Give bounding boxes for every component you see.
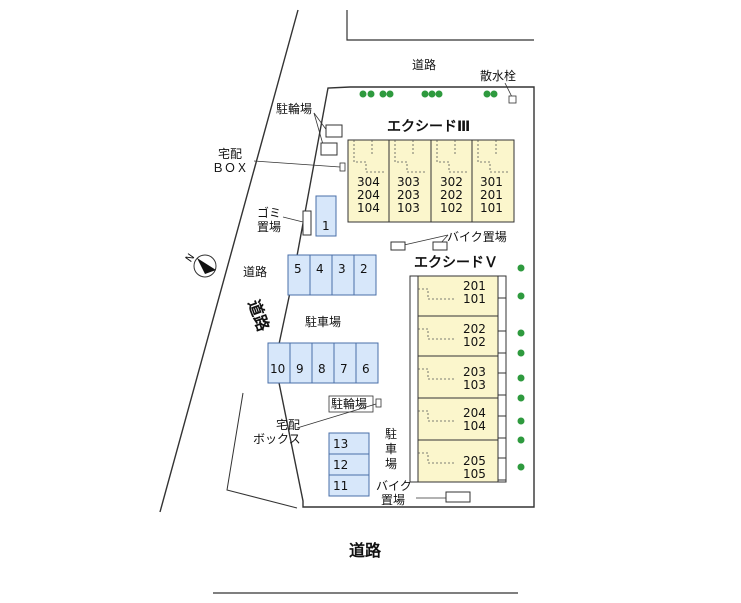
building-3-title: エクシードⅢ xyxy=(387,119,470,135)
building-5-unit-labels: 201 101 202 102 203 103 204 104 205 105 xyxy=(463,279,486,481)
parking-slot-number: 7 xyxy=(340,362,348,376)
parking-slot xyxy=(328,474,370,497)
unit-label: 105 xyxy=(463,467,486,481)
unit-label: 204 xyxy=(463,406,486,420)
delivery-box-top-icon xyxy=(339,162,346,172)
unit-block xyxy=(417,397,499,441)
unit-label: 104 xyxy=(463,419,486,433)
hydrant-label: 散水栓 xyxy=(480,68,516,83)
unit-label: 101 xyxy=(480,201,503,215)
unit-block xyxy=(417,355,499,399)
building-5-floorplan-lines xyxy=(418,288,454,464)
motorbike-rack-bottom xyxy=(445,491,471,503)
motorbike-rack-2 xyxy=(432,241,448,251)
delivery-box-top-leader xyxy=(253,160,341,168)
unit-label: 101 xyxy=(463,292,486,306)
bike-leader-2 xyxy=(313,112,325,149)
unit-label: 102 xyxy=(463,335,486,349)
parking-row-b: 10 9 8 7 6 xyxy=(267,342,379,384)
parking-vertical-label-3: 場 xyxy=(385,457,397,471)
unit-label: 104 xyxy=(357,201,380,215)
corner-lot xyxy=(226,392,298,509)
parking-slot-number: 3 xyxy=(338,262,346,276)
road-label-left-big: 道路 xyxy=(244,297,273,335)
unit-label: 103 xyxy=(397,201,420,215)
unit-label: 203 xyxy=(397,188,420,202)
unit-label: 203 xyxy=(463,365,486,379)
parking-slot-number: 4 xyxy=(316,262,324,276)
delivery-box-top-label-2: ＢＯＸ xyxy=(212,161,248,175)
parking-slot xyxy=(355,342,379,384)
bike-rack-top-2 xyxy=(320,142,338,156)
bike-parking-mid-icon xyxy=(375,398,382,408)
unit-label: 302 xyxy=(440,175,463,189)
garbage-box-icon xyxy=(302,210,312,236)
building-3-dividers xyxy=(388,140,473,222)
road-edge-top xyxy=(346,10,534,41)
hydrant-leader xyxy=(504,82,513,98)
parking-vertical-label-2: 車 xyxy=(385,442,397,456)
unit-label: 301 xyxy=(480,175,503,189)
parking-row-c: 13 12 11 xyxy=(328,432,370,497)
parking-slot-number: 1 xyxy=(322,219,330,233)
parking-slot-number: 10 xyxy=(270,362,285,376)
unit-block xyxy=(417,315,499,357)
delivery-box-top-label-1: 宅配 xyxy=(218,146,242,161)
building-5-title: エクシードＶ xyxy=(414,255,498,271)
unit-label: 202 xyxy=(463,322,486,336)
parking-slot-number: 5 xyxy=(294,262,302,276)
unit-block xyxy=(417,439,499,483)
parking-slot-number: 13 xyxy=(333,437,348,451)
road-label-bottom: 道路 xyxy=(349,541,382,560)
parking-row-a: 5 4 3 2 xyxy=(287,254,377,296)
parking-slot xyxy=(315,195,337,237)
parking-slot-number: 9 xyxy=(296,362,304,376)
parking-main-label: 駐車場 xyxy=(305,314,341,329)
garbage-label-2: 置場 xyxy=(257,220,281,234)
delivery-box-bottom-leader xyxy=(296,403,377,429)
unit-label: 103 xyxy=(463,378,486,392)
unit-label: 201 xyxy=(463,279,486,293)
unit-label: 204 xyxy=(357,188,380,202)
garbage-leader xyxy=(282,216,304,223)
building-3-floorplan-lines xyxy=(353,140,508,173)
unit-label: 304 xyxy=(357,175,380,189)
garbage-label-1: ゴミ xyxy=(257,205,281,220)
hydrant-icon xyxy=(508,95,517,104)
motorbike-rack-1 xyxy=(390,241,406,251)
building-5-units xyxy=(417,275,507,483)
parking-slot-number: 8 xyxy=(318,362,326,376)
delivery-box-bottom-label-1: 宅配 xyxy=(276,417,300,432)
unit-label: 201 xyxy=(480,188,503,202)
bike-parking-mid-label: 駐輪場 xyxy=(331,396,367,411)
delivery-box-bottom-label-2: ボックス xyxy=(253,432,301,446)
north-arrow-icon: N xyxy=(184,252,217,278)
parking-slot-number: 6 xyxy=(362,362,370,376)
unit-label: 102 xyxy=(440,201,463,215)
parking-slot-number: 2 xyxy=(360,262,368,276)
motorbike-top-label: バイク置場 xyxy=(447,230,507,244)
building-3-units: 304 204 104 303 203 103 302 202 102 301 … xyxy=(357,175,503,215)
parking-vertical-label-1: 駐 xyxy=(385,426,397,441)
motorbike-bottom-label-2: 置場 xyxy=(381,493,405,507)
road-label-top: 道路 xyxy=(412,57,436,72)
tree-row-right xyxy=(517,264,525,471)
parking-slot-number: 11 xyxy=(333,479,348,493)
bike-parking-top-label: 駐輪場 xyxy=(276,101,312,116)
unit-label: 205 xyxy=(463,454,486,468)
motorbike-top-leader-1 xyxy=(403,234,449,246)
bike-rack-top-1 xyxy=(325,124,343,138)
unit-label: 202 xyxy=(440,188,463,202)
parking-slot-number: 12 xyxy=(333,458,348,472)
road-label-left-small: 道路 xyxy=(243,264,267,279)
tree-row-top xyxy=(359,90,498,98)
unit-label: 303 xyxy=(397,175,420,189)
parking-slot xyxy=(353,254,377,296)
road-edge-left xyxy=(159,9,299,513)
unit-block xyxy=(417,275,499,317)
motorbike-bottom-label-1: バイク xyxy=(376,479,412,493)
